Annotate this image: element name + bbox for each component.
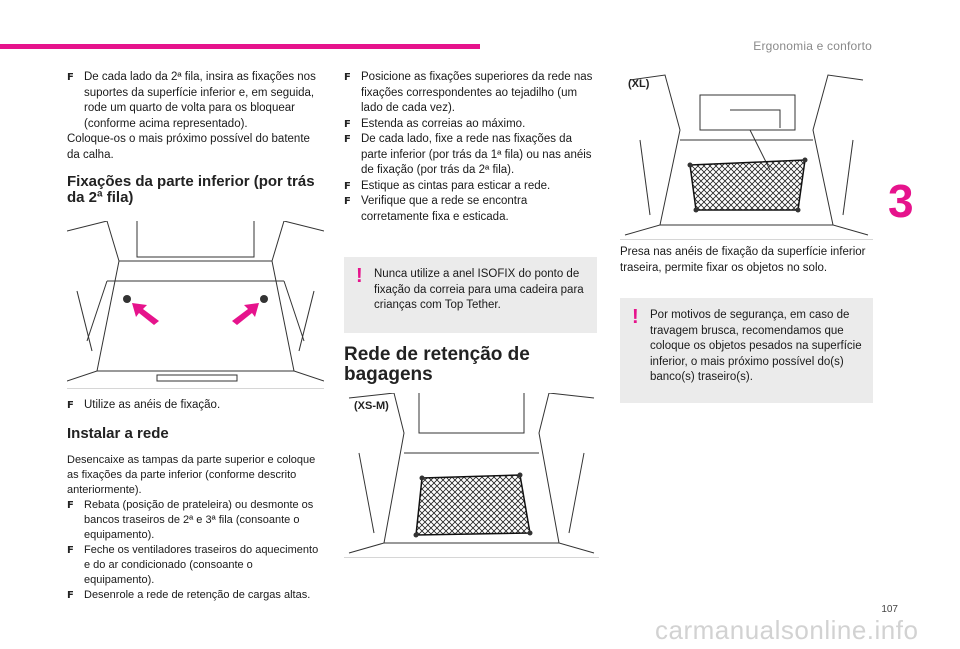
figure-variant-label: (XS-M)	[354, 400, 389, 412]
figure-net-xl: (XL)	[620, 70, 873, 240]
chapter-number: 3	[888, 175, 914, 227]
watermark: carmanualsonline.info	[655, 615, 919, 645]
warning-text: Nunca utilize a anel ISOFIX do ponto de …	[374, 268, 584, 311]
instruction-bullet: Estenda as correias ao máximo.	[344, 117, 594, 133]
figure-anchor-rings	[67, 221, 324, 389]
instruction-bullet: Rebata (posição de prateleira) ou desmon…	[67, 498, 325, 543]
instruction-bullet: Utilize as anéis de fixação.	[67, 398, 325, 414]
heading-luggage-net: Rede de retenção de bagagens	[344, 344, 530, 385]
instruction-bullet: Feche os ventiladores traseiros do aquec…	[67, 543, 325, 588]
figure-net-xs-m: (XS-M)	[344, 393, 599, 558]
column-2-instructions: Posicione as fixações superiores da rede…	[344, 70, 594, 225]
column-1-intro: De cada lado da 2ª fila, insira as fixaç…	[67, 70, 325, 163]
section-color-bar	[0, 44, 480, 49]
install-instructions: Desencaixe as tampas da parte superior e…	[67, 453, 325, 603]
instruction-bullet: Posicione as fixações superiores da rede…	[344, 70, 594, 117]
figure-xl-caption: Presa nas anéis de fixação da superfície…	[620, 245, 870, 276]
heading-install-wrap: Instalar a rede	[67, 426, 325, 442]
figure-variant-label: (XL)	[628, 78, 650, 90]
paragraph: Desencaixe as tampas da parte superior e…	[67, 454, 316, 496]
heading-lower-fixings: Fixações da parte inferior (por trás da …	[67, 173, 315, 206]
figure-1-caption: Utilize as anéis de fixação.	[67, 398, 325, 414]
net-xl-illustration	[624, 74, 869, 236]
net-xs-m-illustration	[348, 393, 595, 554]
instruction-bullet: Verifique que a rede se encontra correta…	[344, 194, 594, 225]
page-number: 107	[881, 604, 898, 615]
heading-lower-fixings-wrap: Fixações da parte inferior (por trás da …	[67, 174, 325, 206]
anchor-rings-illustration	[67, 221, 324, 382]
heading-net-wrap: Rede de retenção de bagagens	[344, 345, 594, 385]
instruction-bullet: Desenrole a rede de retenção de cargas a…	[67, 588, 325, 603]
warning-icon: !	[632, 306, 639, 328]
instruction-bullet: De cada lado da 2ª fila, insira as fixaç…	[67, 70, 325, 132]
warning-box-isofix: ! Nunca utilize a anel ISOFIX do ponto d…	[344, 257, 597, 333]
section-title: Ergonomia e conforto	[753, 39, 872, 53]
warning-text: Por motivos de segurança, em caso de tra…	[650, 309, 862, 383]
paragraph: Coloque-os o mais próximo possível do ba…	[67, 133, 310, 161]
instruction-bullet: Estique as cintas para esticar a rede.	[344, 179, 594, 195]
warning-box-safety: ! Por motivos de segurança, em caso de t…	[620, 298, 873, 403]
instruction-bullet: De cada lado, fixe a rede nas fixações d…	[344, 132, 594, 179]
warning-icon: !	[356, 265, 363, 287]
paragraph: Presa nas anéis de fixação da superfície…	[620, 246, 866, 274]
heading-install-net: Instalar a rede	[67, 425, 169, 442]
